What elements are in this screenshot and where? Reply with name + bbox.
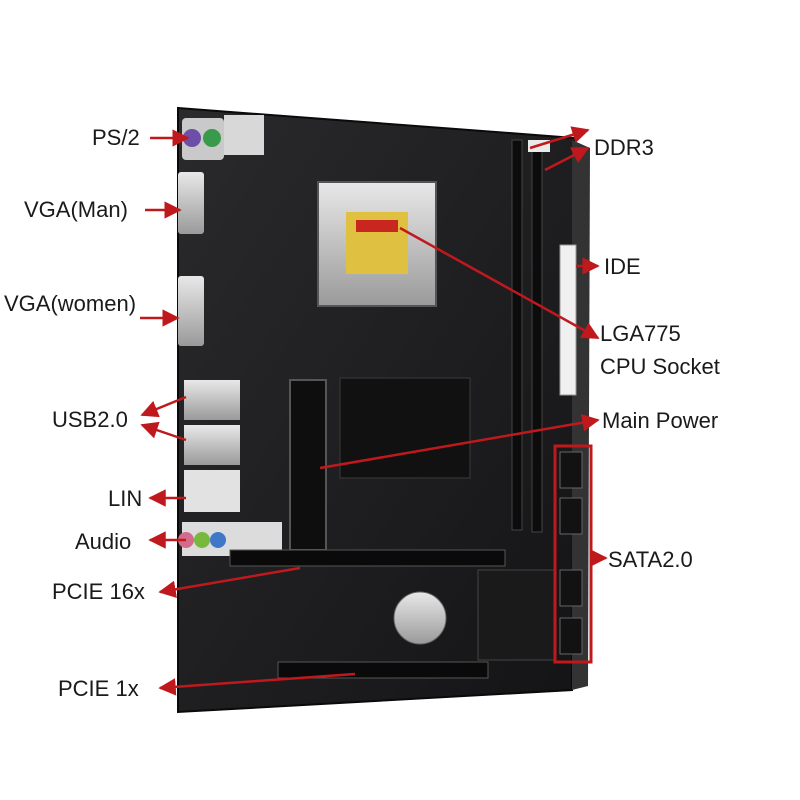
vga-male-port	[178, 172, 204, 234]
arrow-ddr3-1	[529, 126, 590, 150]
cpu-socket	[317, 181, 437, 307]
audio-green-icon	[194, 532, 210, 548]
label-pcie16: PCIE 16x	[52, 579, 145, 604]
pcie-16x-slot	[229, 549, 506, 567]
arrow-main-power	[319, 414, 600, 470]
main-power-connector	[289, 379, 327, 551]
label-vga-women: VGA(women)	[4, 291, 137, 316]
usb-port-2	[184, 425, 240, 465]
arrow-lga	[399, 226, 600, 340]
label-usb: USB2.0	[52, 407, 128, 432]
vga-female-port	[178, 276, 204, 346]
arrow-ddr3-2	[544, 146, 590, 172]
northbridge-heatsink	[339, 377, 555, 661]
lan-port	[184, 470, 240, 512]
label-sata: SATA2.0	[608, 547, 693, 572]
arrow-usb-1	[140, 395, 187, 418]
label-lga-line1: LGA775	[600, 321, 681, 346]
arrow-pcie16	[158, 566, 301, 598]
pcie-1x-slot	[277, 661, 489, 679]
label-pcie1: PCIE 1x	[58, 676, 139, 701]
sata-ports	[553, 444, 593, 664]
label-main-power: Main Power	[602, 408, 719, 433]
annotation-arrows	[140, 126, 608, 696]
arrow-usb-2	[140, 421, 187, 442]
ps2-port	[182, 118, 224, 160]
usb-port-1	[184, 380, 240, 420]
label-ide: IDE	[604, 254, 641, 279]
label-lga-line2: CPU Socket	[600, 354, 720, 379]
ps2-green-icon	[203, 129, 221, 147]
label-ps2: PS/2	[92, 125, 140, 150]
label-vga-man: VGA(Man)	[24, 197, 128, 222]
arrow-pcie1	[158, 672, 356, 696]
label-lin: LIN	[108, 486, 143, 511]
label-ddr3: DDR3	[594, 135, 654, 160]
rear-io	[178, 115, 282, 556]
cmos-battery	[393, 591, 447, 645]
audio-blue-icon	[210, 532, 226, 548]
label-audio: Audio	[75, 529, 132, 554]
